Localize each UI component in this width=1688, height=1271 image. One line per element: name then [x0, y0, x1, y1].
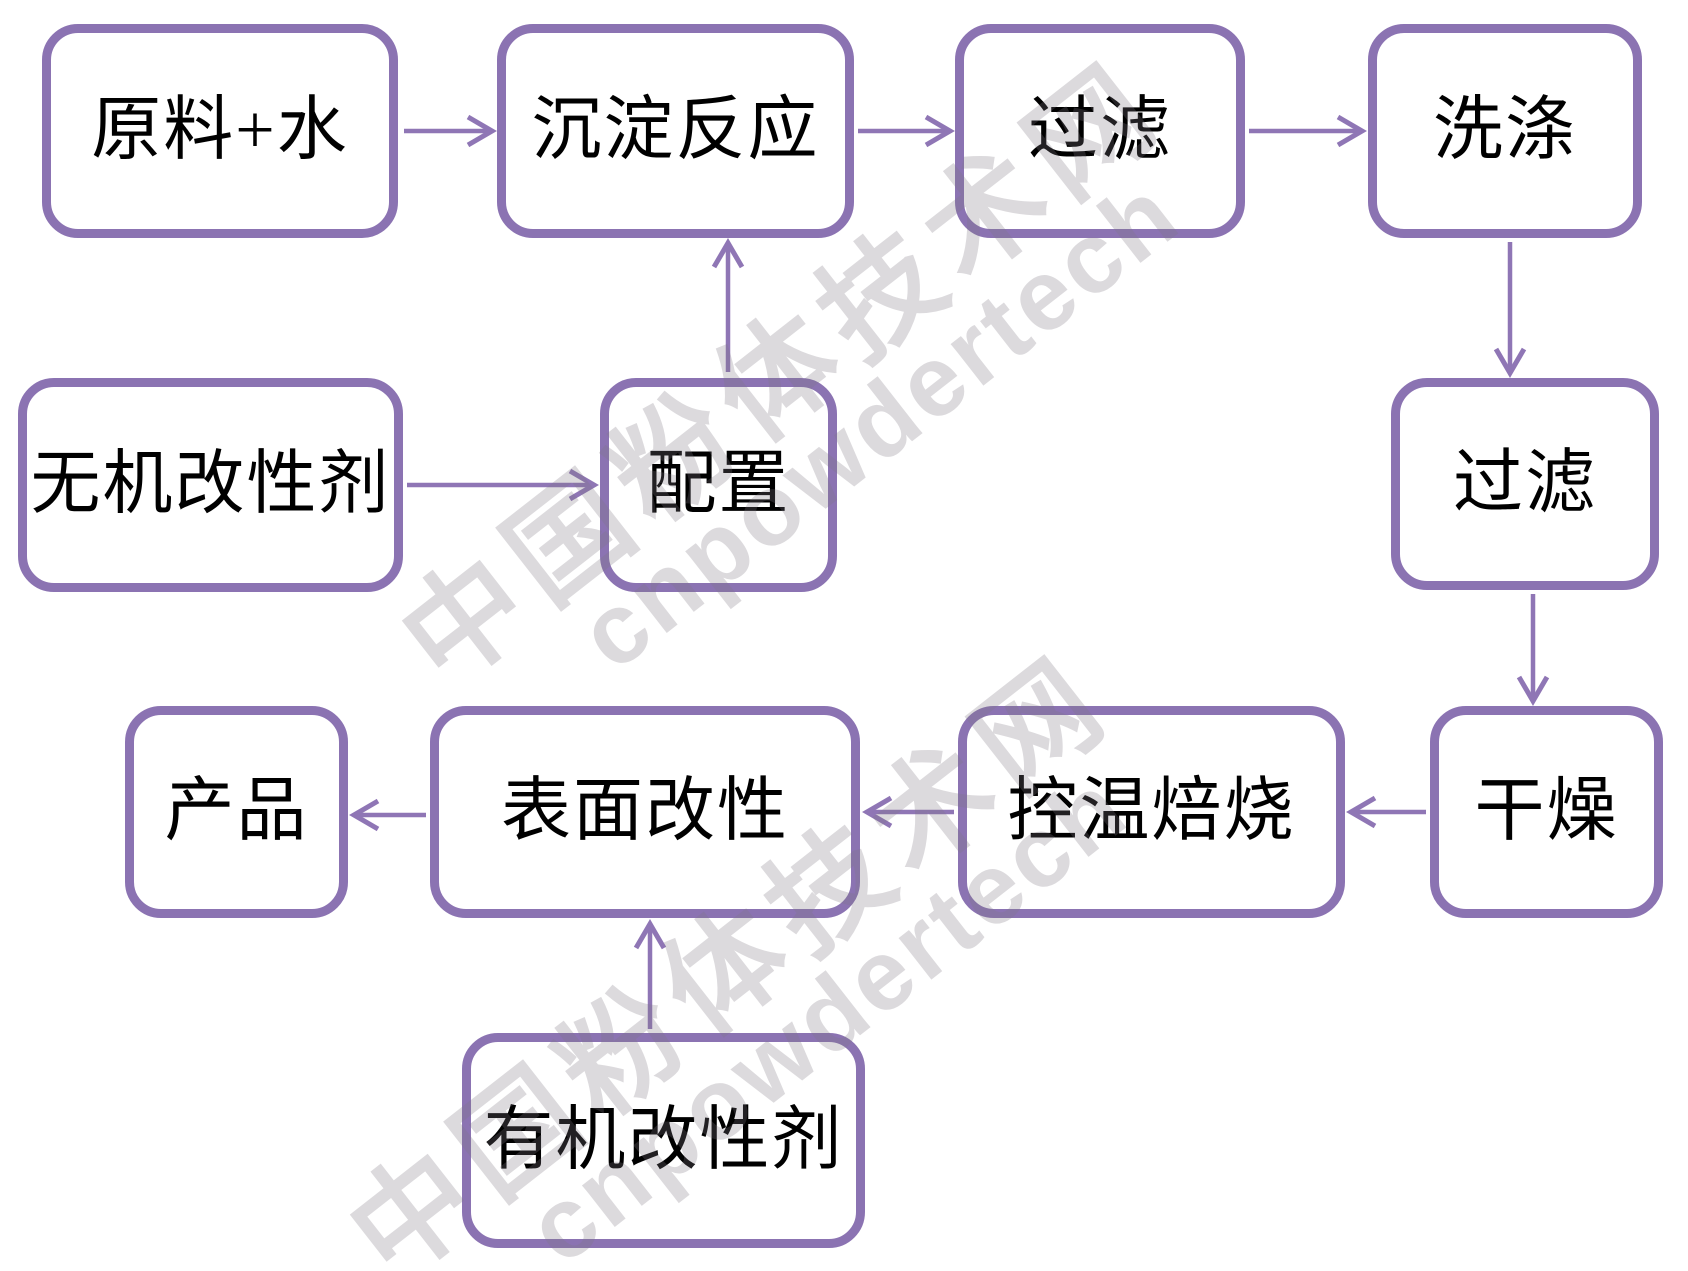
node-raw-material-water: 原料+水: [42, 24, 398, 238]
node-surface-modification: 表面改性: [430, 706, 860, 918]
node-label: 干燥: [1474, 773, 1619, 850]
node-label: 过滤: [1453, 445, 1597, 522]
node-precipitation-reaction: 沉淀反应: [497, 24, 854, 238]
node-label: 洗涤: [1433, 92, 1577, 169]
node-inorganic-modifier: 无机改性剂: [18, 378, 403, 592]
node-drying: 干燥: [1430, 706, 1663, 918]
node-product: 产品: [125, 706, 348, 918]
node-filtration-1: 过滤: [955, 24, 1245, 238]
node-label: 产品: [164, 773, 309, 850]
node-washing: 洗涤: [1368, 24, 1642, 238]
node-label: 无机改性剂: [30, 446, 391, 523]
node-controlled-calcination: 控温焙烧: [958, 706, 1345, 918]
node-label: 配置: [646, 446, 791, 523]
node-label: 控温焙烧: [1007, 773, 1296, 850]
node-organic-modifier: 有机改性剂: [462, 1033, 865, 1248]
node-label: 沉淀反应: [531, 92, 820, 169]
node-label: 表面改性: [501, 773, 789, 850]
node-filtration-2: 过滤: [1391, 378, 1659, 590]
node-preparation: 配置: [600, 378, 837, 592]
node-label: 原料+水: [91, 92, 349, 169]
node-label: 有机改性剂: [483, 1101, 844, 1179]
node-label: 过滤: [1028, 92, 1172, 169]
